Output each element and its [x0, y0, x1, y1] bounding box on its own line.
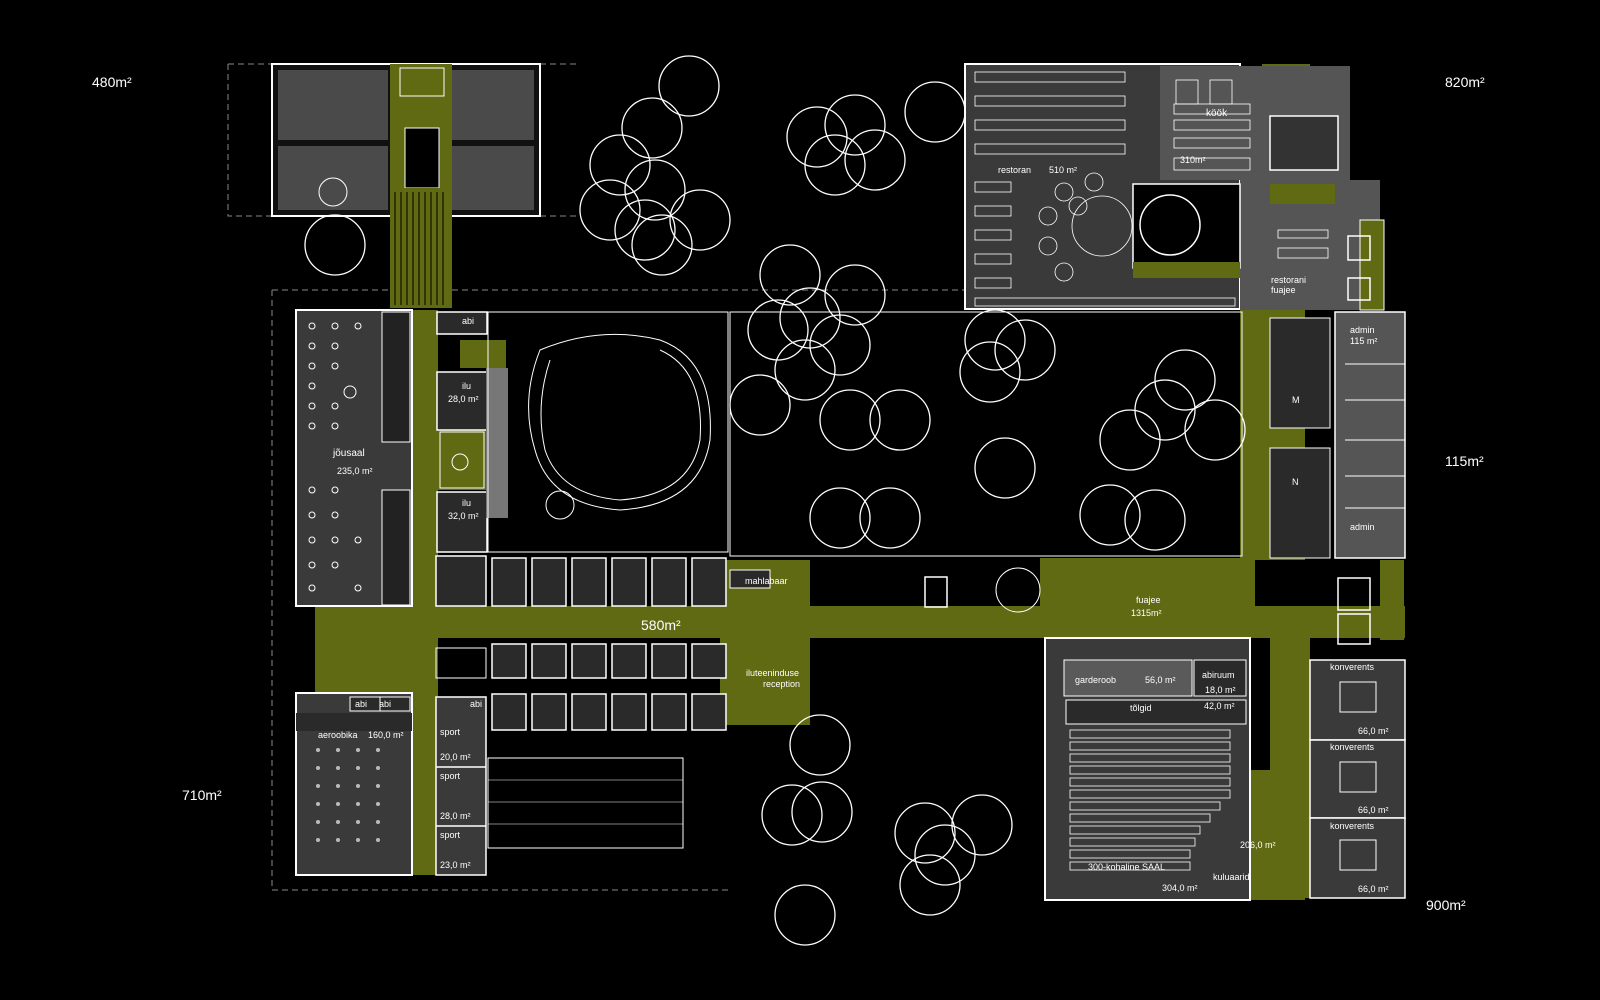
label-cloakroom-area: 56,0 m²: [1145, 675, 1176, 685]
label-abi-top: abi: [462, 316, 474, 326]
label-lobby-area: 1315m²: [1131, 608, 1162, 618]
label-sport-1: sport: [440, 727, 461, 737]
trees: [304, 55, 1246, 946]
label-admin-bottom: admin: [1350, 522, 1375, 532]
nw-block: [271, 63, 541, 308]
label-restaurant-area: 510 m²: [1049, 165, 1077, 175]
label-wc-n: N: [1292, 477, 1299, 487]
label-cloakroom: garderoob: [1075, 675, 1116, 685]
label-ilu-2: ilu: [462, 498, 471, 508]
label-lobby: fuajee: [1136, 595, 1161, 605]
area-total-sw: 710m²: [182, 787, 222, 803]
label-conf-2: konverents: [1330, 742, 1375, 752]
label-conf-2-area: 66,0 m²: [1358, 805, 1389, 815]
label-admin-top-area: 115 m²: [1350, 336, 1377, 346]
label-aerobics: aeroobika: [318, 730, 358, 740]
label-sport-1-area: 20,0 m²: [440, 752, 471, 762]
cabins: [435, 555, 771, 731]
site-outline: [227, 63, 970, 891]
label-hall-area: 304,0 m²: [1162, 883, 1198, 893]
label-conf-3: konverents: [1330, 821, 1375, 831]
label-abi-2: abi: [379, 699, 391, 709]
label-stage: tõlgid: [1130, 703, 1152, 713]
area-total-center: 580m²: [641, 617, 681, 633]
label-restaurant: restoran: [998, 165, 1031, 175]
label-juice-bar: mahlabaar: [745, 576, 788, 586]
label-aux-room: abiruum: [1202, 670, 1235, 680]
area-total-ne: 820m²: [1445, 74, 1485, 90]
admin-block: [1269, 311, 1406, 645]
label-sport-3-area: 23,0 m²: [440, 860, 471, 870]
area-total-se: 900m²: [1426, 897, 1466, 913]
label-restaurant-lobby-1: restorani: [1271, 275, 1306, 285]
label-sport-2-area: 28,0 m²: [440, 811, 471, 821]
label-gym: jõusaal: [332, 448, 365, 459]
label-kitchen: köök: [1206, 108, 1228, 119]
label-aerobics-area: 160,0 m²: [368, 730, 404, 740]
label-sport-2: sport: [440, 771, 461, 781]
area-total-nw: 480m²: [92, 74, 132, 90]
restaurant-block: [964, 63, 1385, 311]
label-ilu-1: ilu: [462, 381, 471, 391]
label-beauty-reception-1: iluteeninduse: [746, 668, 799, 678]
area-total-e: 115m²: [1445, 453, 1484, 469]
label-restaurant-lobby-2: fuajee: [1271, 285, 1296, 295]
conference-block: [1044, 637, 1406, 901]
label-conf-1-area: 66,0 m²: [1358, 726, 1389, 736]
label-foyer-area: 206,0 m²: [1240, 840, 1276, 850]
label-beauty-reception-2: reception: [763, 679, 800, 689]
gym-block: [295, 309, 413, 607]
label-abi-3: abi: [470, 699, 482, 709]
label-wc-m: M: [1292, 395, 1300, 405]
label-gym-area: 235,0 m²: [337, 466, 373, 476]
label-abi-1: abi: [355, 699, 367, 709]
pool: [487, 311, 729, 553]
label-sport-3: sport: [440, 830, 461, 840]
label-lobbies: kuluaarid: [1213, 872, 1250, 882]
label-admin-top: admin: [1350, 325, 1375, 335]
label-ilu-1-area: 28,0 m²: [448, 394, 479, 404]
ilu-rooms: [436, 311, 508, 553]
labels: 480m² 820m² 115m² 710m² 900m² 580m² köök…: [92, 74, 1485, 913]
label-aux-room-area: 18,0 m²: [1205, 685, 1236, 695]
label-conf-1: konverents: [1330, 662, 1375, 672]
courtyard: [729, 311, 1243, 613]
label-hall: 300-kohaline SAAL: [1088, 862, 1165, 872]
label-kitchen-area: 310m²: [1180, 155, 1206, 165]
label-ilu-2-area: 32,0 m²: [448, 511, 479, 521]
aerobics-block: [295, 692, 684, 876]
label-conf-3-area: 66,0 m²: [1358, 884, 1389, 894]
label-stage-area: 42,0 m²: [1204, 701, 1235, 711]
